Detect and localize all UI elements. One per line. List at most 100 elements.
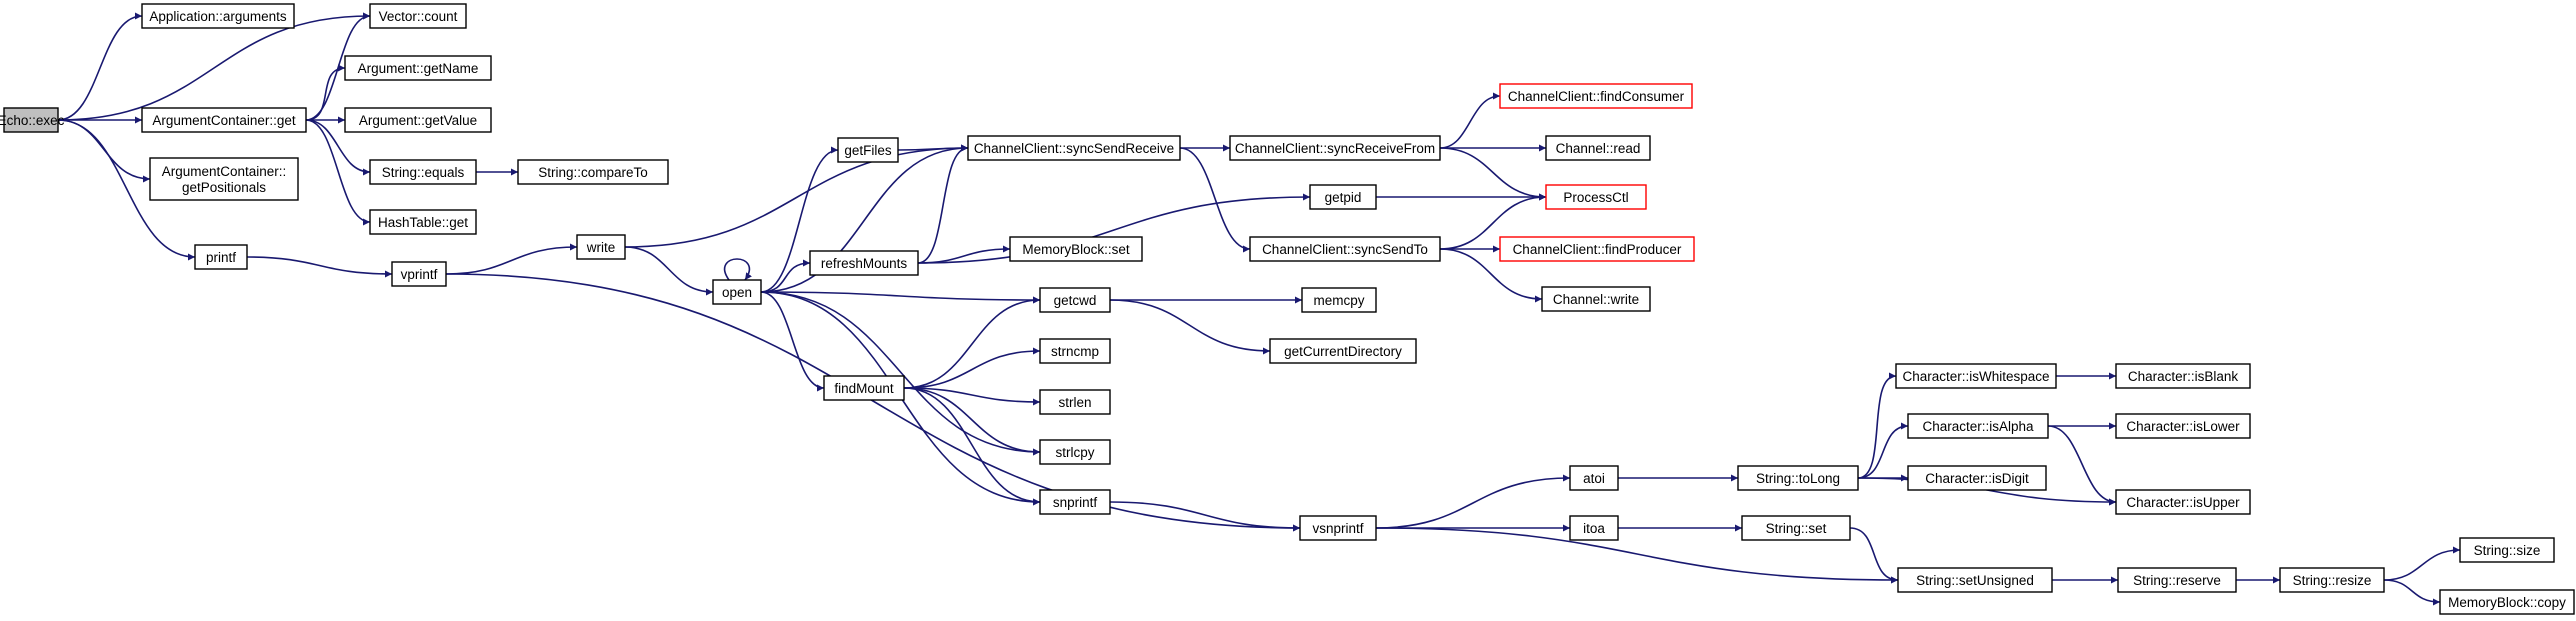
node-box [2115,363,2251,389]
node-string-tolong[interactable]: String::toLong [1737,465,1859,491]
node-box [344,107,492,133]
node-open[interactable]: open [712,279,762,305]
node-label: getFiles [844,143,892,158]
node-char-isupper[interactable]: Character::isUpper [2115,489,2251,515]
node-box [517,159,669,185]
node-label: ChannelClient::findProducer [1513,242,1682,257]
node-arg-getname[interactable]: Argument::getName [344,55,492,81]
node-char-isblank[interactable]: Character::isBlank [2115,363,2251,389]
edge-refreshmounts-to-getpid [917,193,1311,264]
node-label: HashTable::get [378,215,468,230]
node-echo-exec[interactable]: Echo::exec [0,107,65,133]
node-memoryblock-set[interactable]: MemoryBlock::set [1009,236,1143,262]
node-string-equals[interactable]: String::equals [369,159,477,185]
edge-refreshmounts-to-memoryblock-set [917,245,1011,264]
node-box [837,137,899,163]
node-box [1545,184,1647,210]
node-strlen[interactable]: strlen [1039,389,1111,415]
node-strlcpy[interactable]: strlcpy [1039,439,1111,465]
node-box [1545,135,1651,161]
node-memoryblock-copy[interactable]: MemoryBlock::copy [2439,589,2575,615]
node-string-size[interactable]: String::size [2459,537,2555,563]
node-getpid[interactable]: getpid [1309,184,1377,210]
node-app-arguments[interactable]: Application::arguments [141,3,295,29]
node-label: strlcpy [1055,445,1094,460]
node-label: Character::isLower [2126,419,2240,434]
edge-open-to-getcwd [760,291,1041,304]
node-arg-getvalue[interactable]: Argument::getValue [344,107,492,133]
node-box [1039,439,1111,465]
node-cc-syncsendreceive[interactable]: ChannelClient::syncSendReceive [967,135,1181,161]
node-string-set[interactable]: String::set [1741,515,1851,541]
node-char-islower[interactable]: Character::isLower [2115,413,2251,439]
edge-argcont-get-to-arg-getname [305,64,346,121]
node-cc-findproducer[interactable]: ChannelClient::findProducer [1499,236,1695,262]
node-memcpy[interactable]: memcpy [1301,287,1377,313]
node-box [1569,465,1619,491]
node-char-isdigit[interactable]: Character::isDigit [1907,465,2047,491]
node-processctl[interactable]: ProcessCtl [1545,184,1647,210]
node-channel-write[interactable]: Channel::write [1541,286,1651,312]
node-printf[interactable]: printf [194,244,248,270]
node-box [1301,287,1377,313]
node-box [1229,135,1441,161]
node-box [391,261,447,287]
edge-string-resize-to-string-size [2383,546,2461,581]
node-box [967,135,1181,161]
node-cc-syncreceivefrom[interactable]: ChannelClient::syncReceiveFrom [1229,135,1441,161]
node-label: ArgumentContainer::get [152,113,296,128]
node-findmount[interactable]: findMount [823,375,905,401]
edge-cc-syncsendto-to-channel-write [1439,248,1543,303]
node-vector-count[interactable]: Vector::count [369,3,467,29]
node-atoi[interactable]: atoi [1569,465,1619,491]
node-label: String::toLong [1756,471,1840,486]
node-label: String::set [1766,521,1827,536]
node-argcont-getpositionals[interactable]: ArgumentContainer::getPositionals [149,157,299,201]
node-getcwd[interactable]: getcwd [1039,287,1111,313]
edge-getfiles-to-cc-syncsendreceive [897,144,969,152]
node-getcurrentdirectory[interactable]: getCurrentDirectory [1269,338,1417,364]
node-label: Character::isBlank [2128,369,2239,384]
edge-findmount-to-strlcpy [903,387,1041,456]
node-box [823,375,905,401]
node-box [1907,413,2049,439]
node-argcont-get[interactable]: ArgumentContainer::get [141,107,307,133]
node-label: Character::isAlpha [1922,419,2034,434]
node-box [141,3,295,29]
node-channel-read[interactable]: Channel::read [1545,135,1651,161]
edge-string-tolong-to-char-isalpha [1857,422,1909,479]
node-char-isalpha[interactable]: Character::isAlpha [1907,413,2049,439]
node-box [1907,465,2047,491]
node-box [369,159,477,185]
node-itoa[interactable]: itoa [1569,515,1619,541]
node-refreshmounts[interactable]: refreshMounts [809,250,919,276]
node-label: Vector::count [379,9,458,24]
node-getfiles[interactable]: getFiles [837,137,899,163]
node-label: ProcessCtl [1563,190,1628,205]
node-box [1569,515,1619,541]
node-strncmp[interactable]: strncmp [1039,338,1111,364]
node-label: Argument::getName [358,61,479,76]
node-box [2115,489,2251,515]
node-label: Channel::read [1556,141,1641,156]
node-hashtable-get[interactable]: HashTable::get [369,209,477,235]
node-write[interactable]: write [576,234,626,260]
node-string-resize[interactable]: String::resize [2279,567,2385,593]
node-box [1895,363,2057,389]
node-cc-syncsendto[interactable]: ChannelClient::syncSendTo [1249,236,1441,262]
node-string-compareto[interactable]: String::compareTo [517,159,669,185]
node-string-reserve[interactable]: String::reserve [2117,567,2237,593]
node-vprintf[interactable]: vprintf [391,261,447,287]
node-box [344,55,492,81]
edge-argcont-get-to-hashtable-get [305,119,371,226]
node-box [2115,413,2251,439]
node-label: write [586,240,616,255]
node-label: Character::isWhitespace [1902,369,2049,384]
node-label: vsnprintf [1312,521,1363,536]
node-vsnprintf[interactable]: vsnprintf [1299,515,1377,541]
node-label: String::size [2474,543,2541,558]
node-char-iswhitespace[interactable]: Character::isWhitespace [1895,363,2057,389]
node-string-setunsigned[interactable]: String::setUnsigned [1897,567,2053,593]
node-snprintf[interactable]: snprintf [1039,489,1111,515]
node-cc-findconsumer[interactable]: ChannelClient::findConsumer [1499,83,1693,109]
